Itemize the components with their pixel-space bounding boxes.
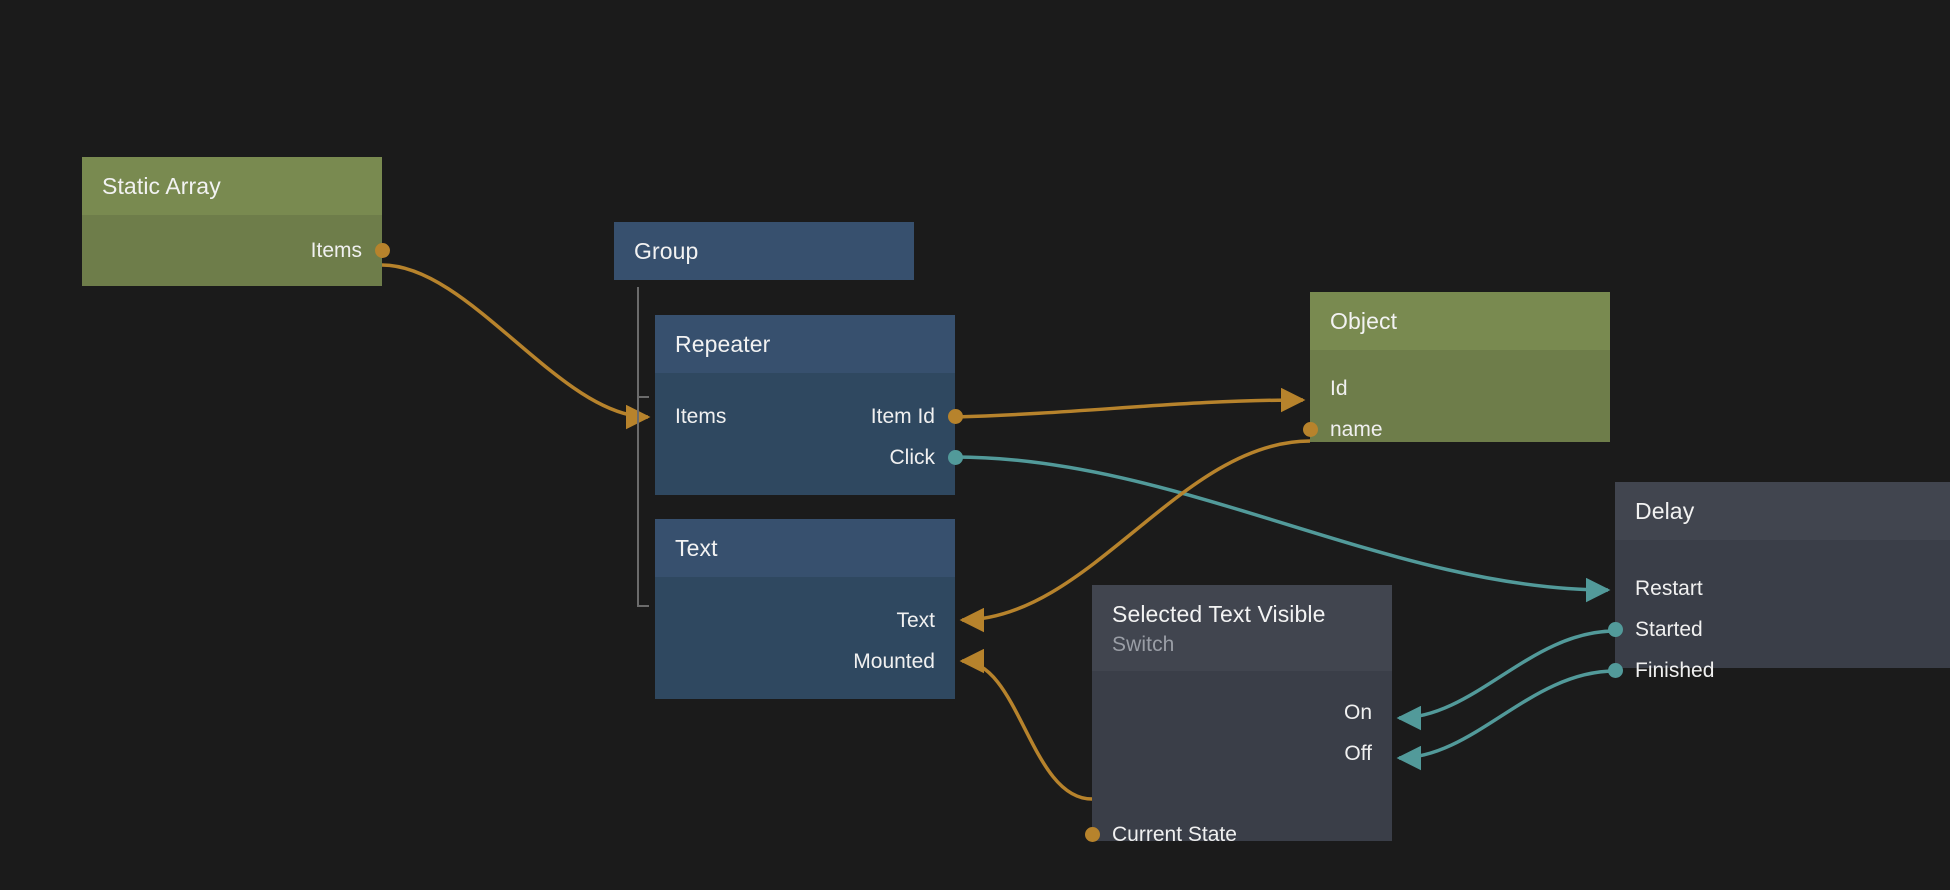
node-repeater[interactable]: Repeater Items Item Id Click	[655, 315, 963, 495]
node-text-body: Text Mounted	[655, 577, 955, 699]
node-delay-body: Restart Started Finished	[1607, 540, 1950, 682]
edge-delay-started-to-switch-on	[1396, 629, 1616, 731]
node-static-array[interactable]: Static Array Items	[82, 157, 390, 286]
port-label: Off	[1344, 742, 1372, 765]
node-switch-title: Selected Text Visible	[1112, 601, 1326, 627]
node-static-array-title: Static Array	[82, 157, 382, 215]
edge-delay-finished-to-switch-off	[1396, 669, 1616, 771]
port-label: Restart	[1635, 577, 1703, 600]
node-switch-body: On Off Current State	[1084, 671, 1392, 846]
node-object-title: Object	[1310, 292, 1610, 350]
port-delay-restart-in[interactable]: Restart	[1615, 568, 1950, 609]
node-text-title: Text	[655, 519, 955, 577]
node-switch-header: Selected Text Visible Switch	[1092, 585, 1392, 671]
port-switch-on-in[interactable]: On	[1092, 692, 1392, 733]
port-repeater-item-id-out-label[interactable]: Item Id	[870, 405, 935, 428]
port-repeater-click-out[interactable]: Click	[655, 437, 963, 478]
group-tree-elbow-text	[637, 605, 649, 607]
port-dot-icon[interactable]	[1607, 663, 1623, 678]
port-label: Text	[896, 609, 935, 632]
node-group-title: Group	[614, 222, 914, 280]
port-dot-icon[interactable]	[947, 450, 963, 465]
port-dot-icon[interactable]	[1084, 827, 1100, 842]
port-dot-icon[interactable]	[1607, 622, 1623, 637]
node-selected-text-visible-switch[interactable]: Selected Text Visible Switch On Off Curr…	[1084, 585, 1392, 846]
port-repeater-items-in-label[interactable]: Items	[675, 405, 727, 428]
edge-static-array-items-to-repeater-items	[381, 263, 651, 430]
node-repeater-title: Repeater	[655, 315, 955, 373]
port-static-array-items-out[interactable]: Items	[82, 230, 390, 271]
edge-repeater-item-id-to-object-id	[954, 387, 1306, 419]
node-repeater-body: Items Item Id Click	[655, 373, 963, 495]
group-tree-connector	[637, 287, 639, 607]
node-delay-title: Delay	[1615, 482, 1950, 540]
node-object[interactable]: Object Id name	[1302, 292, 1610, 442]
port-label: Current State	[1112, 823, 1237, 846]
port-text-text-in[interactable]: Text	[655, 600, 955, 641]
group-tree-tick-repeater	[637, 396, 649, 398]
node-static-array-body: Items	[82, 215, 390, 286]
port-text-mounted-in[interactable]: Mounted	[655, 641, 955, 682]
edge-switch-current-state-to-text-mounted	[959, 648, 1093, 801]
port-object-id-in[interactable]: Id	[1310, 368, 1610, 409]
port-label: Click	[889, 446, 936, 469]
port-delay-started-out[interactable]: Started	[1607, 609, 1950, 650]
port-dot-icon[interactable]	[1302, 422, 1318, 437]
node-text[interactable]: Text Text Mounted	[655, 519, 955, 699]
port-label: Id	[1330, 377, 1348, 400]
port-label: Mounted	[853, 650, 935, 673]
port-switch-off-in[interactable]: Off	[1092, 733, 1392, 774]
port-object-name-out[interactable]: name	[1302, 409, 1610, 450]
node-group[interactable]: Group	[614, 222, 914, 280]
port-repeater-row-1: Items Item Id	[655, 396, 963, 437]
port-label: On	[1343, 701, 1372, 724]
port-dot-icon[interactable]	[374, 243, 390, 258]
port-dot-icon[interactable]	[947, 409, 963, 424]
port-label: Items	[310, 239, 362, 262]
port-switch-current-state-out[interactable]: Current State	[1084, 814, 1392, 855]
node-switch-subtitle: Switch	[1112, 633, 1175, 656]
port-label: Finished	[1635, 659, 1715, 682]
port-delay-finished-out[interactable]: Finished	[1607, 650, 1950, 691]
edge-repeater-click-to-delay-restart	[954, 455, 1611, 603]
port-label: Started	[1635, 618, 1703, 641]
node-delay[interactable]: Delay Restart Started Finished	[1607, 482, 1950, 682]
port-label: name	[1330, 418, 1383, 441]
node-object-body: Id name	[1302, 350, 1610, 442]
